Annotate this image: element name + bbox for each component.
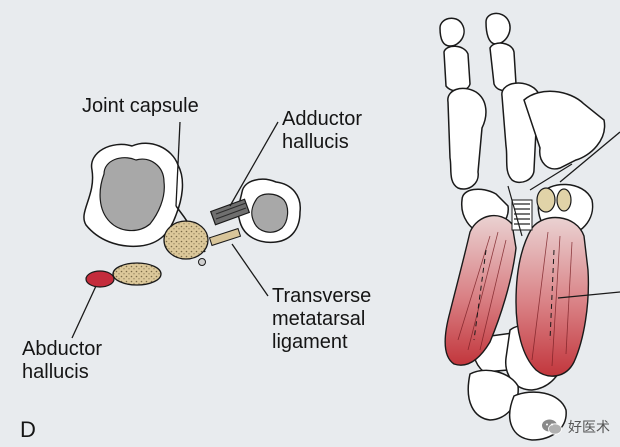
metatarsal-cross-section-first [83,142,184,248]
adductor-hallucis-tendon [209,198,251,226]
panel-letter: D [20,417,36,442]
right-leader-lines [557,131,620,299]
transverse-ligament-band [208,227,242,247]
nerve-dot [198,258,206,266]
label-joint-capsule: Joint capsule [82,95,199,117]
foot-sesamoids [536,187,572,213]
label-abductor-hallucis: Abductor hallucis [22,338,103,383]
wechat-icon [542,419,562,435]
label-transverse-metatarsal-ligament: Transverse metatarsal ligament [272,285,372,353]
leader-lines [71,121,279,339]
label-adductor-hallucis: Adductor hallucis [282,108,363,153]
adductor-tendon-fibres [507,163,573,237]
sesamoids [112,220,209,286]
metatarsal-cross-section-second [237,178,301,244]
watermark-text: 好医术 [568,420,610,436]
watermark: 好医术 [541,417,610,437]
abductor-hallucis-muscle-section [85,270,115,288]
